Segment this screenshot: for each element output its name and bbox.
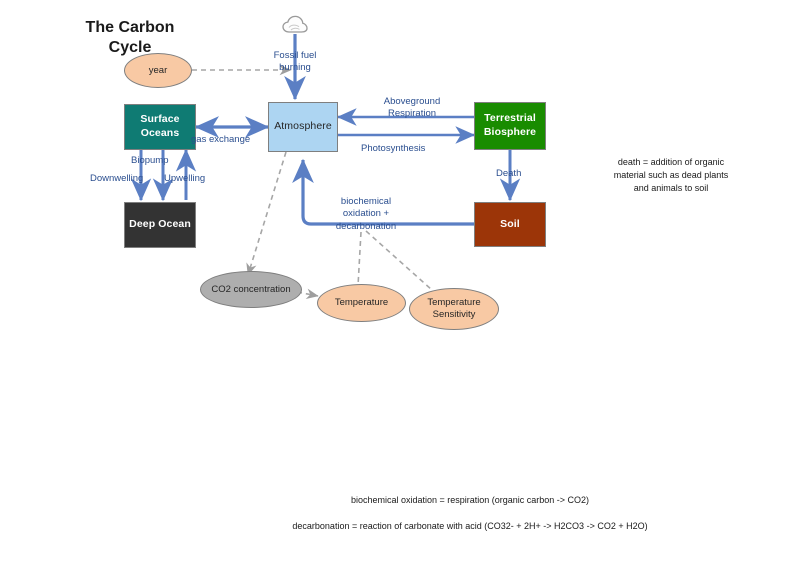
page-title-line1: The Carbon: [85, 19, 175, 36]
node-temperature[interactable]: Temperature: [317, 284, 406, 322]
node-surface-oceans-line1: Surface: [140, 113, 180, 126]
node-temperature-sensitivity-line1: Temperature: [427, 297, 481, 309]
note-biochemical-oxidation-definition: biochemical oxidation = respiration (org…: [350, 495, 590, 505]
edge-label-aboveground-respiration: Aboveground Respiration: [368, 96, 456, 121]
cloud-icon: [282, 15, 308, 33]
edge-atmosphere-to-co2: [246, 151, 287, 276]
node-co2-concentration[interactable]: CO2 concentration: [200, 271, 302, 308]
note-decarbonation-definition: decarbonation = reaction of carbonate wi…: [292, 521, 648, 531]
note-death-line2: material such as dead plants: [613, 170, 729, 181]
node-terrestrial-biosphere[interactable]: Terrestrial Biosphere: [474, 102, 546, 150]
node-deep-ocean[interactable]: Deep Ocean: [124, 202, 196, 248]
node-year[interactable]: year: [124, 53, 192, 88]
node-temperature-sensitivity[interactable]: Temperature Sensitivity: [409, 288, 499, 330]
node-terrestrial-biosphere-line2: Biosphere: [483, 126, 537, 138]
edge-label-biochemical-oxidation: biochemical oxidation + decarbonation: [323, 196, 409, 233]
node-soil-label: Soil: [500, 217, 520, 230]
edge-label-aboveground-respiration-line2: Respiration: [387, 108, 437, 120]
edge-label-gas-exchange: gas exchange: [191, 134, 251, 145]
edge-label-biochem-line2: oxidation +: [342, 208, 390, 220]
edge-label-photosynthesis: Photosynthesis: [361, 143, 426, 154]
edge-label-death: Death: [496, 168, 522, 179]
edge-label-biopump: Biopump: [131, 155, 169, 166]
edge-label-biochem-line3: decarbonation: [335, 220, 397, 232]
node-surface-oceans[interactable]: Surface Oceans: [124, 104, 196, 150]
node-temperature-label: Temperature: [334, 297, 389, 309]
edge-biochem-to-temperature: [357, 231, 362, 287]
node-surface-oceans-line2: Oceans: [140, 127, 180, 139]
page-title-line2: Cycle: [108, 39, 152, 56]
edge-label-aboveground-respiration-line1: Aboveground: [383, 96, 441, 107]
node-co2-concentration-label: CO2 concentration: [211, 283, 291, 295]
node-deep-ocean-label: Deep Ocean: [129, 218, 191, 231]
node-year-label: year: [148, 64, 168, 76]
edge-label-upwelling: Upwelling: [164, 173, 206, 184]
page-title: The Carbon Cycle: [50, 18, 210, 58]
note-death-definition: death = addition of organic material suc…: [560, 156, 782, 195]
node-terrestrial-biosphere-line1: Terrestrial: [484, 112, 536, 125]
node-atmosphere[interactable]: Atmosphere: [268, 102, 338, 152]
edge-biochem-to-temperature-sensitivity: [365, 230, 433, 291]
edge-label-fossil-fuel-burning: Fossil fuel burning: [258, 50, 332, 75]
node-temperature-sensitivity-line2: Sensitivity: [432, 309, 476, 320]
edge-label-fossil-fuel-burning-line1: Fossil fuel: [273, 50, 317, 61]
node-atmosphere-label: Atmosphere: [274, 120, 332, 133]
edge-label-downwelling: Downwelling: [90, 173, 144, 184]
edge-label-fossil-fuel-burning-line2: burning: [279, 62, 311, 74]
edge-label-biochem-line1: biochemical: [340, 196, 392, 207]
note-death-line1: death = addition of organic: [617, 157, 725, 167]
note-death-line3: and animals to soil: [633, 183, 709, 194]
node-soil[interactable]: Soil: [474, 202, 546, 247]
